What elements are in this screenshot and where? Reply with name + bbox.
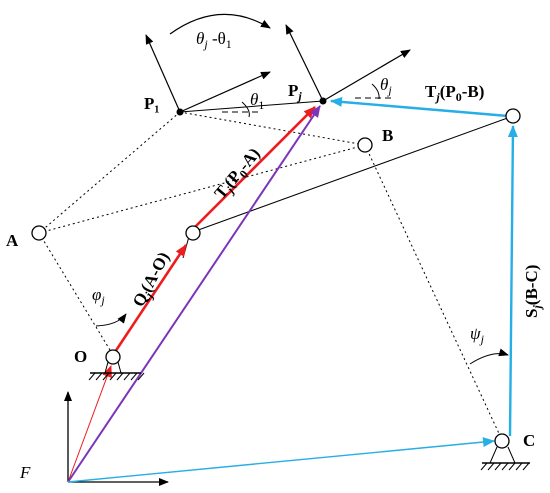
vector-Tj-P0-B xyxy=(330,96,509,118)
rotation-arc xyxy=(169,13,271,35)
label-theta-diff: θj -θ1 xyxy=(196,29,232,51)
vector-Qj-A-O xyxy=(113,244,188,353)
frame-P1 xyxy=(145,34,271,118)
label-Sj-B-C: Sj(B-C) xyxy=(522,265,544,318)
vector-Sj-B-C xyxy=(507,125,518,437)
joint-C xyxy=(494,433,510,449)
joint-A xyxy=(31,225,47,241)
label-P1: P₁ xyxy=(144,94,159,113)
vector-Tj-P0-A xyxy=(192,106,316,230)
point-P1 xyxy=(176,108,184,116)
ground-C xyxy=(480,446,530,471)
joint-O xyxy=(105,349,121,365)
label-C: C xyxy=(523,431,535,450)
dotted-linkages xyxy=(38,111,503,441)
joint-B xyxy=(357,137,373,153)
reference-frame-F xyxy=(64,391,169,486)
label-theta1: θ1 xyxy=(250,90,264,112)
label-O: O xyxy=(74,347,87,366)
psi-arc xyxy=(469,348,509,365)
phi-arc xyxy=(95,313,127,327)
point-Pj xyxy=(319,97,327,105)
label-psij: ψj xyxy=(470,324,485,346)
frame-Pj xyxy=(285,24,411,102)
vector-F-C xyxy=(67,437,495,483)
label-phij: φj xyxy=(92,285,105,307)
vector-F-Pj xyxy=(67,105,321,483)
label-thetaj: θj xyxy=(380,75,392,97)
ground-O xyxy=(88,361,145,381)
label-A: A xyxy=(6,231,19,250)
joint-B-moved xyxy=(505,108,521,124)
joints xyxy=(31,108,521,449)
joint-A-moved xyxy=(185,225,201,241)
label-Pj: Pj xyxy=(288,81,302,103)
label-F: F xyxy=(19,463,31,482)
label-B: B xyxy=(382,126,393,145)
label-Qj-A-O: Qj(A-O) xyxy=(129,249,176,311)
vector-F-O xyxy=(67,365,112,483)
label-Tj-P0-B: Tj(P0-B) xyxy=(425,82,484,104)
